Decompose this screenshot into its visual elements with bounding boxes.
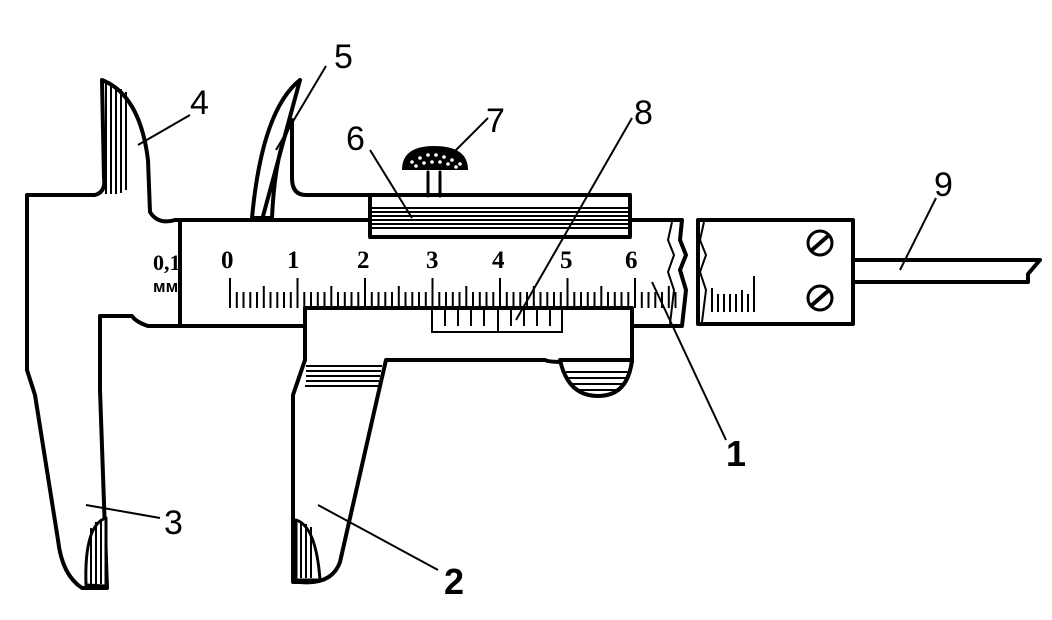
scale-unit: мм xyxy=(153,277,178,296)
leader-9 xyxy=(899,197,937,271)
callout-3: 3 xyxy=(164,504,183,542)
clamp-screw-knurled-head xyxy=(402,146,468,170)
housing-screw-top xyxy=(806,229,834,257)
leader-3 xyxy=(85,504,161,519)
callout-8: 8 xyxy=(634,94,653,132)
fixed-jaw-outline xyxy=(25,78,182,590)
callout-5: 5 xyxy=(334,38,353,76)
movable-frame xyxy=(250,78,634,585)
scale-number-2: 2 xyxy=(357,247,370,274)
bulge-hatching xyxy=(566,371,628,391)
movable-lower-jaw xyxy=(291,306,634,585)
leader-8 xyxy=(515,117,633,321)
depth-rod xyxy=(851,258,1042,284)
upper-jaw-hatching xyxy=(105,82,127,194)
main-scale-numbers: 0 1 2 3 4 5 6 xyxy=(221,247,638,274)
clamp-screw xyxy=(402,146,468,198)
leader-2 xyxy=(317,504,439,571)
leader-1 xyxy=(651,281,727,441)
lower-jaw-hatching xyxy=(84,516,108,588)
callout-1: 1 xyxy=(726,433,746,474)
callouts: 4 5 6 7 8 9 1 3 2 xyxy=(164,38,953,602)
lower-jaw-neck-hatching xyxy=(305,365,382,387)
scale-number-5: 5 xyxy=(560,247,573,274)
main-scale-ticks xyxy=(229,278,677,308)
scale-number-4: 4 xyxy=(492,247,505,274)
leader-6 xyxy=(369,149,413,219)
callout-4: 4 xyxy=(190,84,209,122)
callout-6: 6 xyxy=(346,120,365,158)
fixed-jaw xyxy=(25,78,182,590)
leader-4 xyxy=(137,114,191,146)
vernier-scale xyxy=(431,307,563,333)
housing-ticks xyxy=(711,276,755,312)
leader-7 xyxy=(447,117,489,159)
vernier-ticks xyxy=(444,310,551,326)
beam-break-line xyxy=(666,221,676,325)
depth-gauge xyxy=(696,218,1042,326)
leader-5 xyxy=(275,65,327,151)
scale-number-1: 1 xyxy=(287,247,300,274)
callout-7: 7 xyxy=(486,102,505,140)
callout-9: 9 xyxy=(934,166,953,204)
scale-resolution: 0,1 xyxy=(153,250,181,275)
callout-2: 2 xyxy=(444,561,464,602)
scale-number-0: 0 xyxy=(221,247,234,274)
scale-number-6: 6 xyxy=(625,247,638,274)
leader-lines xyxy=(85,65,937,571)
movable-jaw-tip-hatching xyxy=(294,518,322,582)
housing-break-line xyxy=(698,221,708,323)
clamp-plate-lines xyxy=(372,207,628,229)
scale-number-3: 3 xyxy=(426,247,439,274)
housing-screw-bottom xyxy=(806,284,834,312)
